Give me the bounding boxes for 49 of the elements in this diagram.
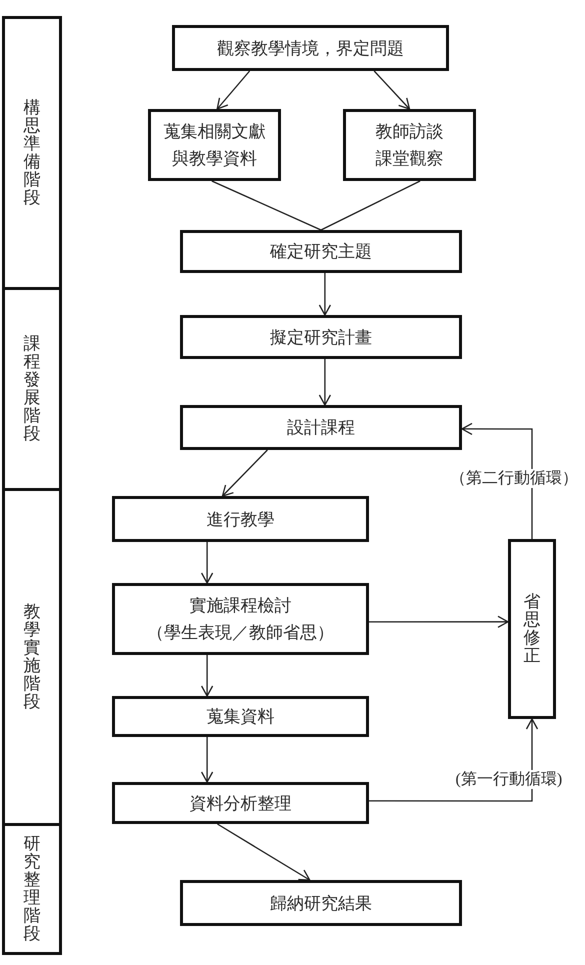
arrow	[217, 823, 310, 881]
arrow	[222, 450, 268, 497]
step-text: 擬定研究計畫	[270, 326, 372, 348]
process-box	[172, 25, 449, 71]
step-text: 教師訪談	[376, 121, 444, 143]
arrow	[318, 359, 332, 406]
process-box	[180, 315, 462, 359]
arrow	[216, 70, 250, 110]
arrow	[200, 737, 214, 783]
connector-line	[212, 180, 322, 231]
step-text: 課堂觀察	[376, 148, 444, 170]
process-box	[180, 230, 462, 273]
process-box	[343, 109, 476, 181]
stage-text: 研究整理階段	[24, 835, 40, 943]
stage-text: 構思準備階段	[24, 99, 40, 207]
stage-band	[2, 823, 62, 955]
process-box	[180, 405, 462, 450]
stage-text: 省思修正	[524, 593, 540, 665]
step-text: 歸納研究結果	[270, 892, 372, 914]
stage-text: 課程發展階段	[24, 335, 40, 443]
step-text: （學生表現／教師省思）	[147, 622, 334, 644]
step-text: 觀察教學情境，界定問題	[217, 38, 404, 60]
process-box	[112, 496, 369, 542]
arrow	[369, 718, 538, 802]
process-box	[180, 880, 462, 926]
edge-label: (第一行動循環)	[454, 770, 564, 788]
step-text: 設計課程	[287, 417, 355, 439]
stage-band	[2, 287, 62, 491]
step-text: 資料分析整理	[190, 792, 292, 814]
arrow	[461, 422, 533, 539]
arrow	[200, 542, 214, 584]
step-text: 實施課程檢討	[190, 595, 292, 617]
process-box	[112, 696, 369, 737]
arrow	[374, 70, 410, 110]
connector-line	[320, 180, 420, 231]
process-box	[112, 583, 369, 655]
arrow	[318, 273, 332, 316]
stage-band	[2, 488, 62, 826]
stage-text: 教學實施階段	[24, 603, 40, 711]
arrow	[200, 655, 214, 697]
process-box	[508, 539, 556, 719]
process-box	[112, 782, 369, 824]
step-text: 蒐集資料	[206, 706, 274, 728]
step-text: 進行教學	[206, 508, 274, 530]
step-text: 蒐集相關文獻與教學資料	[162, 121, 266, 170]
arrow	[369, 616, 509, 628]
process-box	[148, 109, 281, 181]
step-text: 確定研究主題	[270, 241, 372, 263]
stage-band	[2, 16, 62, 290]
